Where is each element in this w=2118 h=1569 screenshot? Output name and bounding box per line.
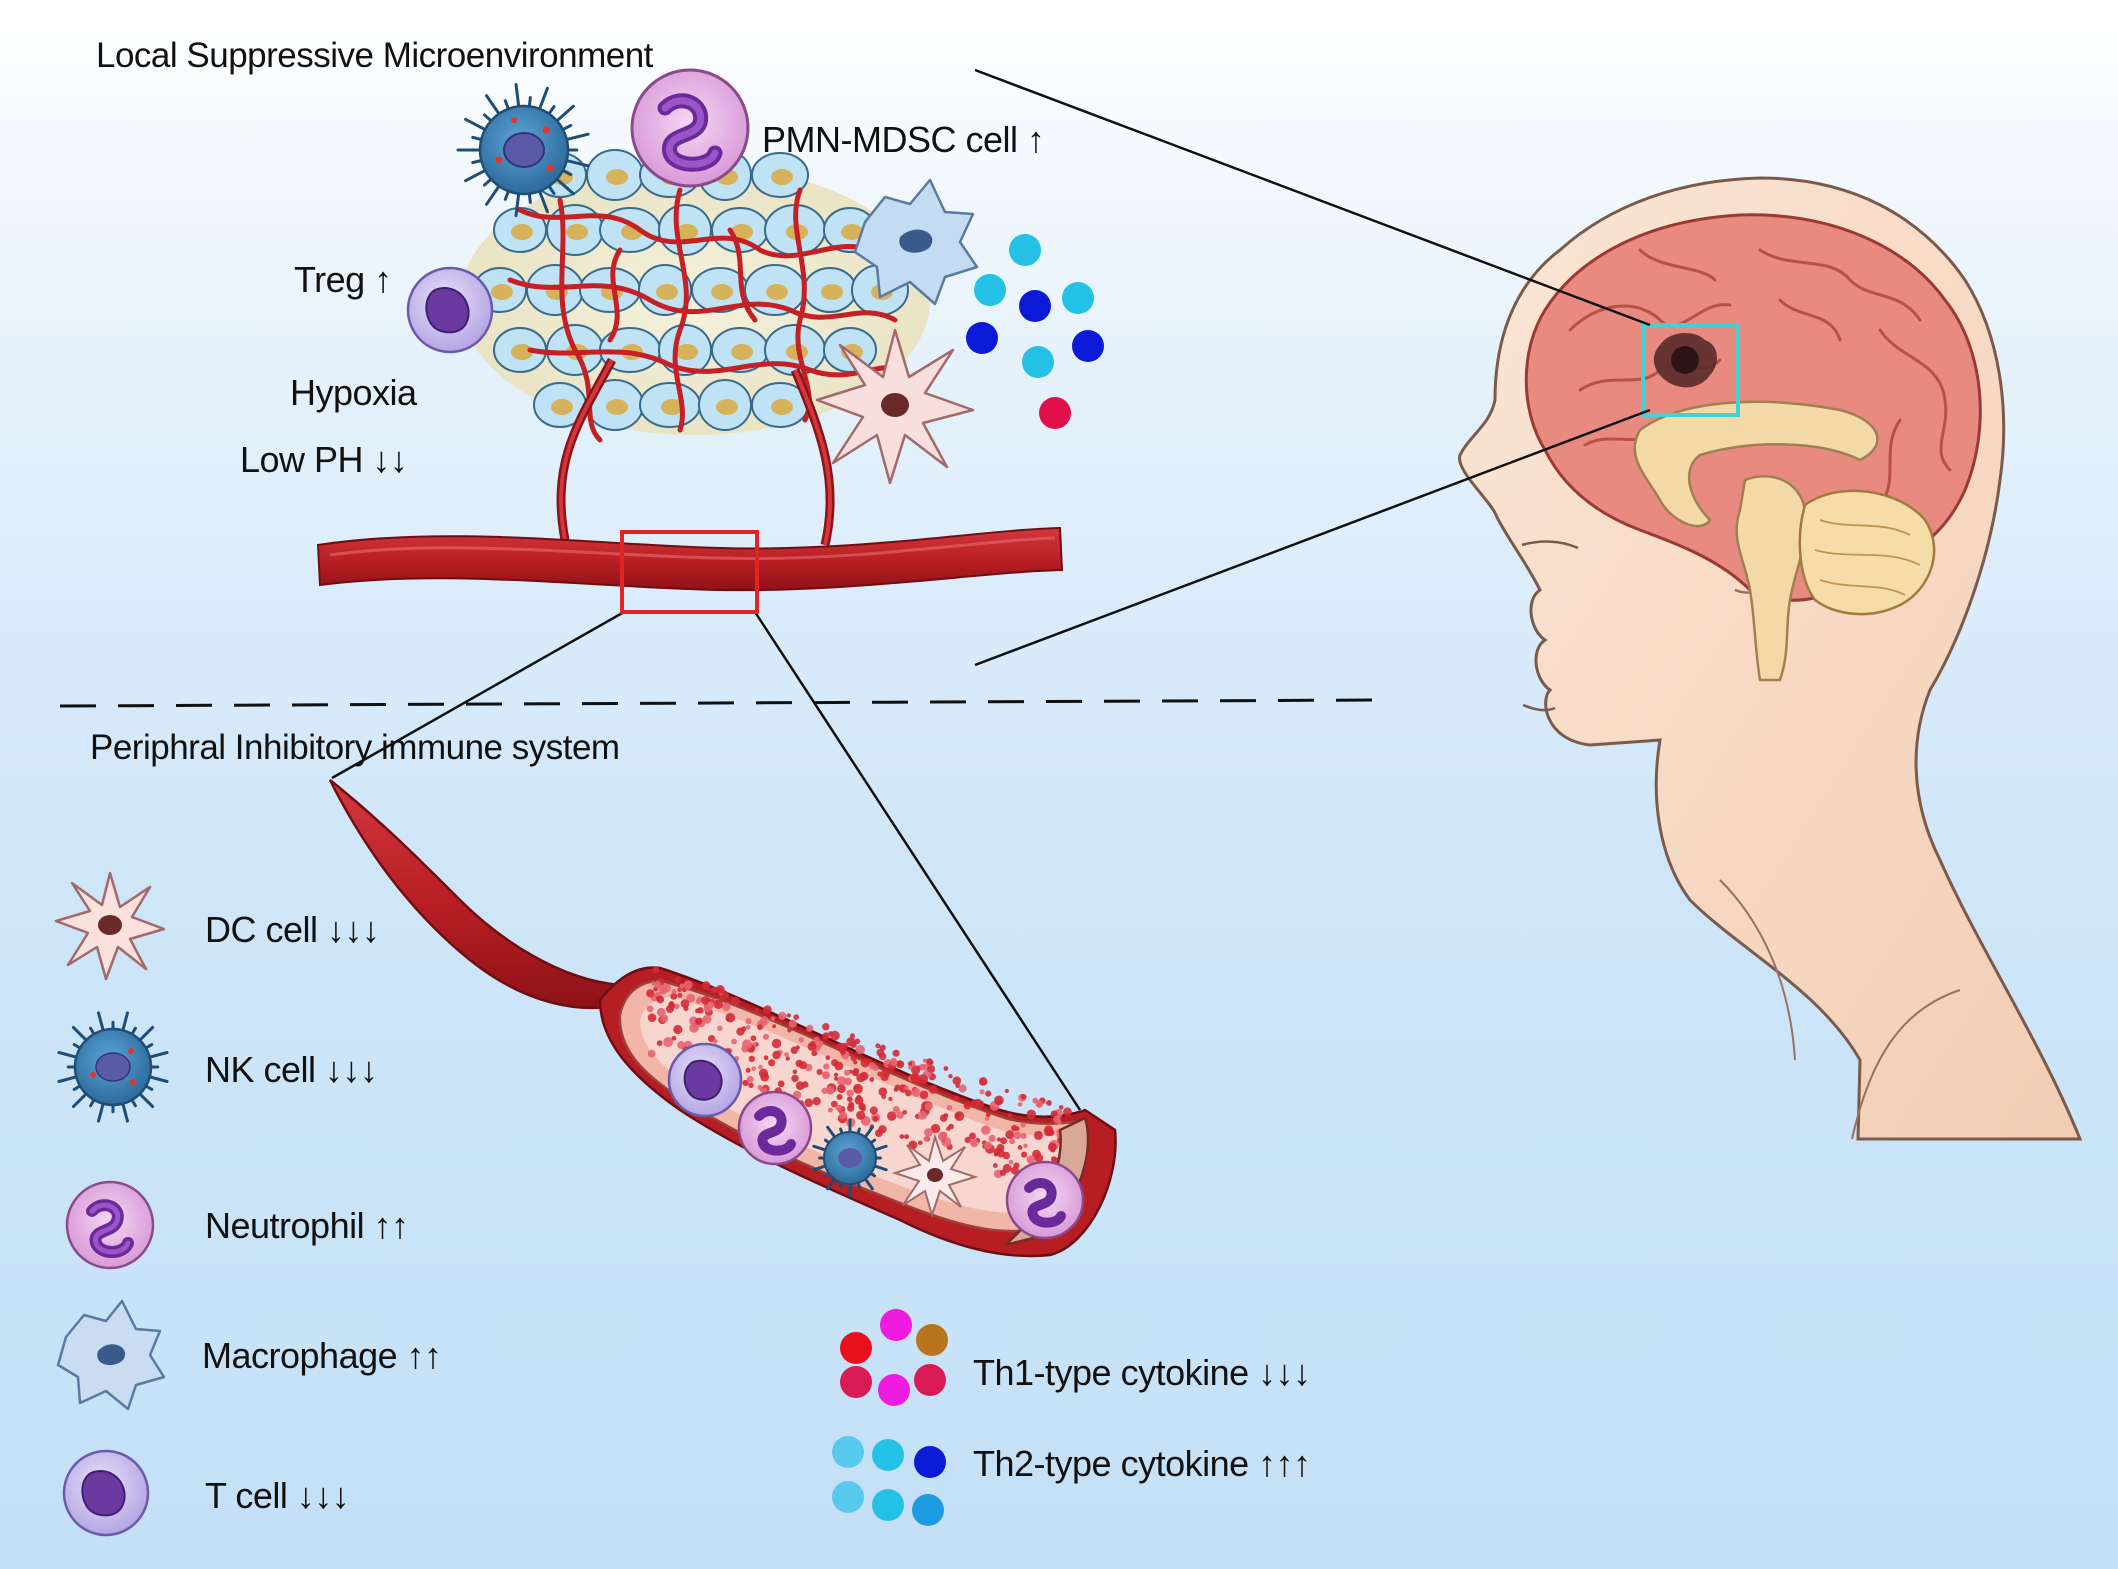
th1-dot (916, 1324, 948, 1356)
collar-line (1851, 989, 1961, 1140)
vessel-zoom-box (620, 530, 759, 614)
low-ph-label: Low PH ↓↓ (240, 439, 408, 480)
tumor-cell-nucleus (711, 284, 733, 300)
tumor-cell-nucleus (766, 284, 788, 300)
legend-label-nk: NK cell ↓↓↓ (205, 1049, 378, 1090)
th2-dot (872, 1489, 904, 1521)
tumor-cell-nucleus (676, 224, 698, 240)
tumor-cell-nucleus (511, 224, 533, 240)
dc-cell-tumor (815, 328, 975, 485)
tumor-cell-nucleus (676, 344, 698, 360)
neutrophil-icon (65, 1180, 155, 1270)
t-cell-icon (62, 1449, 150, 1537)
tumor-cell-nucleus (731, 224, 753, 240)
tumor-cytokines (966, 234, 1104, 429)
tumor-cell-nucleus (731, 344, 753, 360)
pmn-mdsc-cell (630, 68, 750, 188)
cytokine-dot (1039, 397, 1071, 429)
tumor-cell-nucleus (656, 284, 678, 300)
vessel-zoom-line-right (753, 611, 1082, 1111)
th2-cytokine-dots (832, 1436, 946, 1526)
cerebellum-folds (1814, 519, 1921, 596)
neck-line (1719, 879, 1796, 1061)
legend-label-macrophage: Macrophage ↑↑ (202, 1335, 442, 1376)
cytokine-dot (1009, 234, 1041, 266)
macrophage-cell-tumor (853, 178, 979, 306)
feeder-vessel-left-inner (559, 359, 614, 541)
vessel-neutrophil-2 (1005, 1160, 1085, 1240)
cytokine-dot (1019, 290, 1051, 322)
treg-label: Treg ↑ (294, 259, 392, 300)
vessel-t-cell (667, 1042, 743, 1118)
treg-cell (406, 266, 494, 354)
legend-label-dc: DC cell ↓↓↓ (205, 909, 380, 950)
tumor-mass (460, 149, 930, 547)
tumor-cell-nucleus (551, 399, 573, 415)
cytokine-dot (974, 274, 1006, 306)
connector-lines (331, 68, 1651, 1111)
vessel-dc-cell (891, 1133, 979, 1219)
th2-cytokine-label: Th2-type cytokine ↑↑↑ (973, 1443, 1311, 1484)
pmn-mdsc-label: PMN-MDSC cell ↑ (762, 119, 1045, 160)
zoomed-vessel (328, 779, 1117, 1258)
tumor-cell-nucleus (771, 399, 793, 415)
vessel-zoom-line-left (331, 610, 625, 780)
red-blood-cells (646, 966, 1073, 1198)
th1-dot (878, 1374, 910, 1406)
dc-cell-icon (54, 871, 166, 981)
tumor-cell-nucleus (491, 284, 513, 300)
tumor-cell-nucleus (566, 224, 588, 240)
zoom-line-lower (974, 408, 1651, 667)
macrophage-icon (56, 1299, 166, 1411)
th2-dot (832, 1436, 864, 1468)
zoom-line-upper (974, 68, 1651, 327)
nk-cell-top (456, 82, 590, 218)
tumor-cell-nucleus (606, 169, 628, 185)
th1-cytokine-label: Th1-type cytokine ↓↓↓ (973, 1352, 1311, 1393)
section-divider (59, 698, 1381, 708)
th2-dot (912, 1494, 944, 1526)
cytokine-dot (966, 322, 998, 354)
legend-label-neutrophil: Neutrophil ↑↑ (205, 1205, 409, 1246)
nk-cell-icon (57, 1011, 169, 1123)
mouth-line (1522, 703, 1556, 712)
tumor-cell-nucleus (771, 169, 793, 185)
head-illustration (1458, 176, 2083, 1141)
legend-label-t-cell: T cell ↓↓↓ (205, 1475, 350, 1516)
cytokine-dot (1022, 346, 1054, 378)
vessel-cut-edge (1004, 1116, 1090, 1247)
peripheral-section-title: Periphral Inhibitory immune system (90, 728, 620, 767)
brainstem (1735, 475, 1808, 682)
tumor-lesion-core (1671, 346, 1699, 374)
vessel-nk-cell (812, 1118, 888, 1198)
hypoxia-label: Hypoxia (290, 372, 417, 413)
tumor-cell-nucleus (841, 224, 863, 240)
cytokine-dot (1062, 282, 1094, 314)
th2-dot (832, 1481, 864, 1513)
corpus-callosum (1633, 400, 1879, 528)
cerebellum (1798, 489, 1936, 616)
th2-dot (872, 1439, 904, 1471)
tumor-cell-nucleus (511, 344, 533, 360)
th1-cytokine-dots (840, 1309, 948, 1406)
vessel-tail (328, 779, 643, 1010)
local-section-title: Local Suppressive Microenvironment (96, 36, 653, 75)
tumor-cell-nucleus (716, 399, 738, 415)
th1-dot (880, 1309, 912, 1341)
eye-line (1521, 540, 1579, 550)
th2-dot (914, 1446, 946, 1478)
feeder-vessel-right-inner (793, 369, 833, 546)
th1-dot (840, 1332, 872, 1364)
tumor-highlight-box (1641, 323, 1740, 417)
tumor-cell-nucleus (661, 399, 683, 415)
main-blood-vessel (316, 526, 1064, 614)
tumor-cell-nucleus (821, 284, 843, 300)
cytokine-dot (1072, 330, 1104, 362)
tumor-cell-nucleus (606, 399, 628, 415)
th1-dot (840, 1366, 872, 1398)
th1-dot (914, 1364, 946, 1396)
vessel-neutrophil-1 (737, 1090, 813, 1166)
